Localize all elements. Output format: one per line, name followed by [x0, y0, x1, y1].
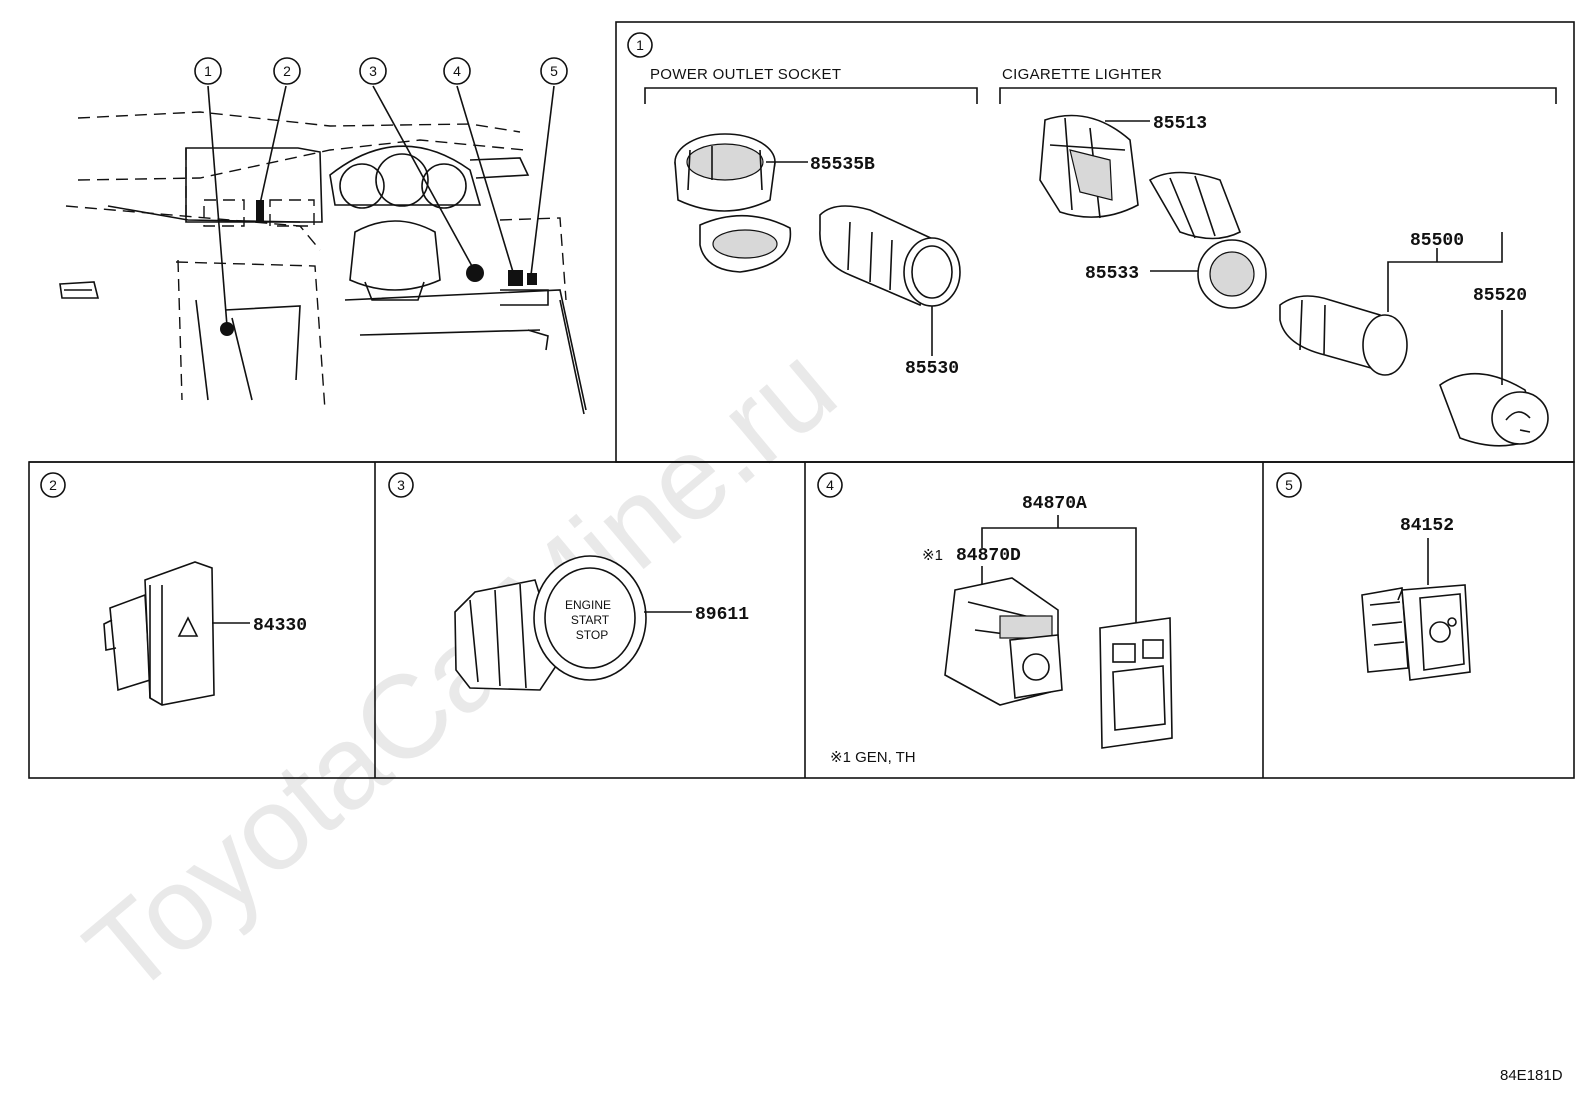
group-label-power-outlet: POWER OUTLET SOCKET	[650, 66, 841, 83]
part-label-84870D[interactable]: 84870D	[956, 546, 1021, 566]
part-label-84152[interactable]: 84152	[1400, 516, 1454, 536]
locator-callout-1	[194, 57, 222, 85]
dashboard-locator: 1 2 3 4 5	[59, 57, 587, 415]
group-bracket-power-outlet	[644, 87, 978, 104]
part-label-85520[interactable]: 85520	[1473, 286, 1527, 306]
panel-2-callout-label: 2	[49, 477, 57, 493]
button-text-start: START	[571, 613, 610, 627]
part-85533-drawing	[1148, 171, 1267, 309]
footnote-gen-th: ※1 GEN, TH	[830, 749, 916, 766]
panel-5: 5 84152	[1276, 472, 1471, 681]
part-85520-drawing	[1439, 372, 1549, 447]
panel-3-callout	[388, 472, 414, 498]
diagram-code: 84E181D	[1500, 1067, 1563, 1084]
part-85513-drawing	[1039, 114, 1139, 219]
locator-callout-5-label: 5	[550, 63, 558, 79]
panel-1: 1 POWER OUTLET SOCKET CIGARETTE LIGHTER …	[627, 32, 1557, 447]
panel-5-callout-label: 5	[1285, 477, 1293, 493]
part-label-84330[interactable]: 84330	[253, 616, 307, 636]
button-text-engine: ENGINE	[565, 598, 611, 612]
part-label-89611[interactable]: 89611	[695, 605, 749, 625]
part-84870A-bezel-drawing	[1099, 617, 1173, 749]
button-text-stop: STOP	[576, 628, 608, 642]
panel-4: 4 84870A ※1 84870D ※1 GEN, TH	[817, 472, 1173, 766]
part-85500-drawing	[1279, 295, 1408, 376]
part-label-85530[interactable]: 85530	[905, 359, 959, 379]
leader-85500	[1387, 232, 1503, 312]
prefix-mark-84870D: ※1	[922, 547, 943, 564]
panel-frames	[28, 21, 1575, 779]
panel-1-callout	[627, 32, 653, 58]
part-84330-drawing	[103, 561, 215, 706]
lower-panels-frame	[28, 461, 1575, 779]
panel-3-callout-label: 3	[397, 477, 405, 493]
locator-callout-4-label: 4	[453, 63, 461, 79]
part-label-85535B[interactable]: 85535B	[810, 155, 875, 175]
leader-84870A	[981, 515, 1137, 628]
locator-callout-3-label: 3	[369, 63, 377, 79]
panel-3: 3 ENGINE START STOP 89611	[388, 472, 749, 691]
hazard-triangle-icon	[177, 616, 199, 637]
part-label-84870A[interactable]: 84870A	[1022, 494, 1087, 514]
locator-callout-3	[359, 57, 387, 85]
locator-callout-4	[443, 57, 471, 85]
panel-4-callout-label: 4	[826, 477, 834, 493]
locator-callout-2-label: 2	[283, 63, 291, 79]
group-bracket-cigarette-lighter	[999, 87, 1557, 104]
locator-callout-2	[273, 57, 301, 85]
panel-2-callout	[40, 472, 66, 498]
part-label-85533[interactable]: 85533	[1085, 264, 1139, 284]
panel-4-callout	[817, 472, 843, 498]
locator-callout-5	[540, 57, 568, 85]
group-label-cigarette-lighter: CIGARETTE LIGHTER	[1002, 66, 1162, 83]
part-84870D-drawing	[944, 577, 1063, 706]
part-84152-drawing	[1361, 584, 1471, 681]
panel-1-callout-label: 1	[636, 37, 644, 53]
part-label-85500[interactable]: 85500	[1410, 231, 1464, 251]
part-85530-drawing	[819, 205, 961, 307]
part-85535B-drawing	[674, 133, 792, 273]
locator-callout-1-label: 1	[204, 63, 212, 79]
panel-2: 2 84330	[40, 472, 307, 706]
part-89611-drawing: ENGINE START STOP	[454, 555, 647, 691]
part-label-85513[interactable]: 85513	[1153, 114, 1207, 134]
panel-5-callout	[1276, 472, 1302, 498]
